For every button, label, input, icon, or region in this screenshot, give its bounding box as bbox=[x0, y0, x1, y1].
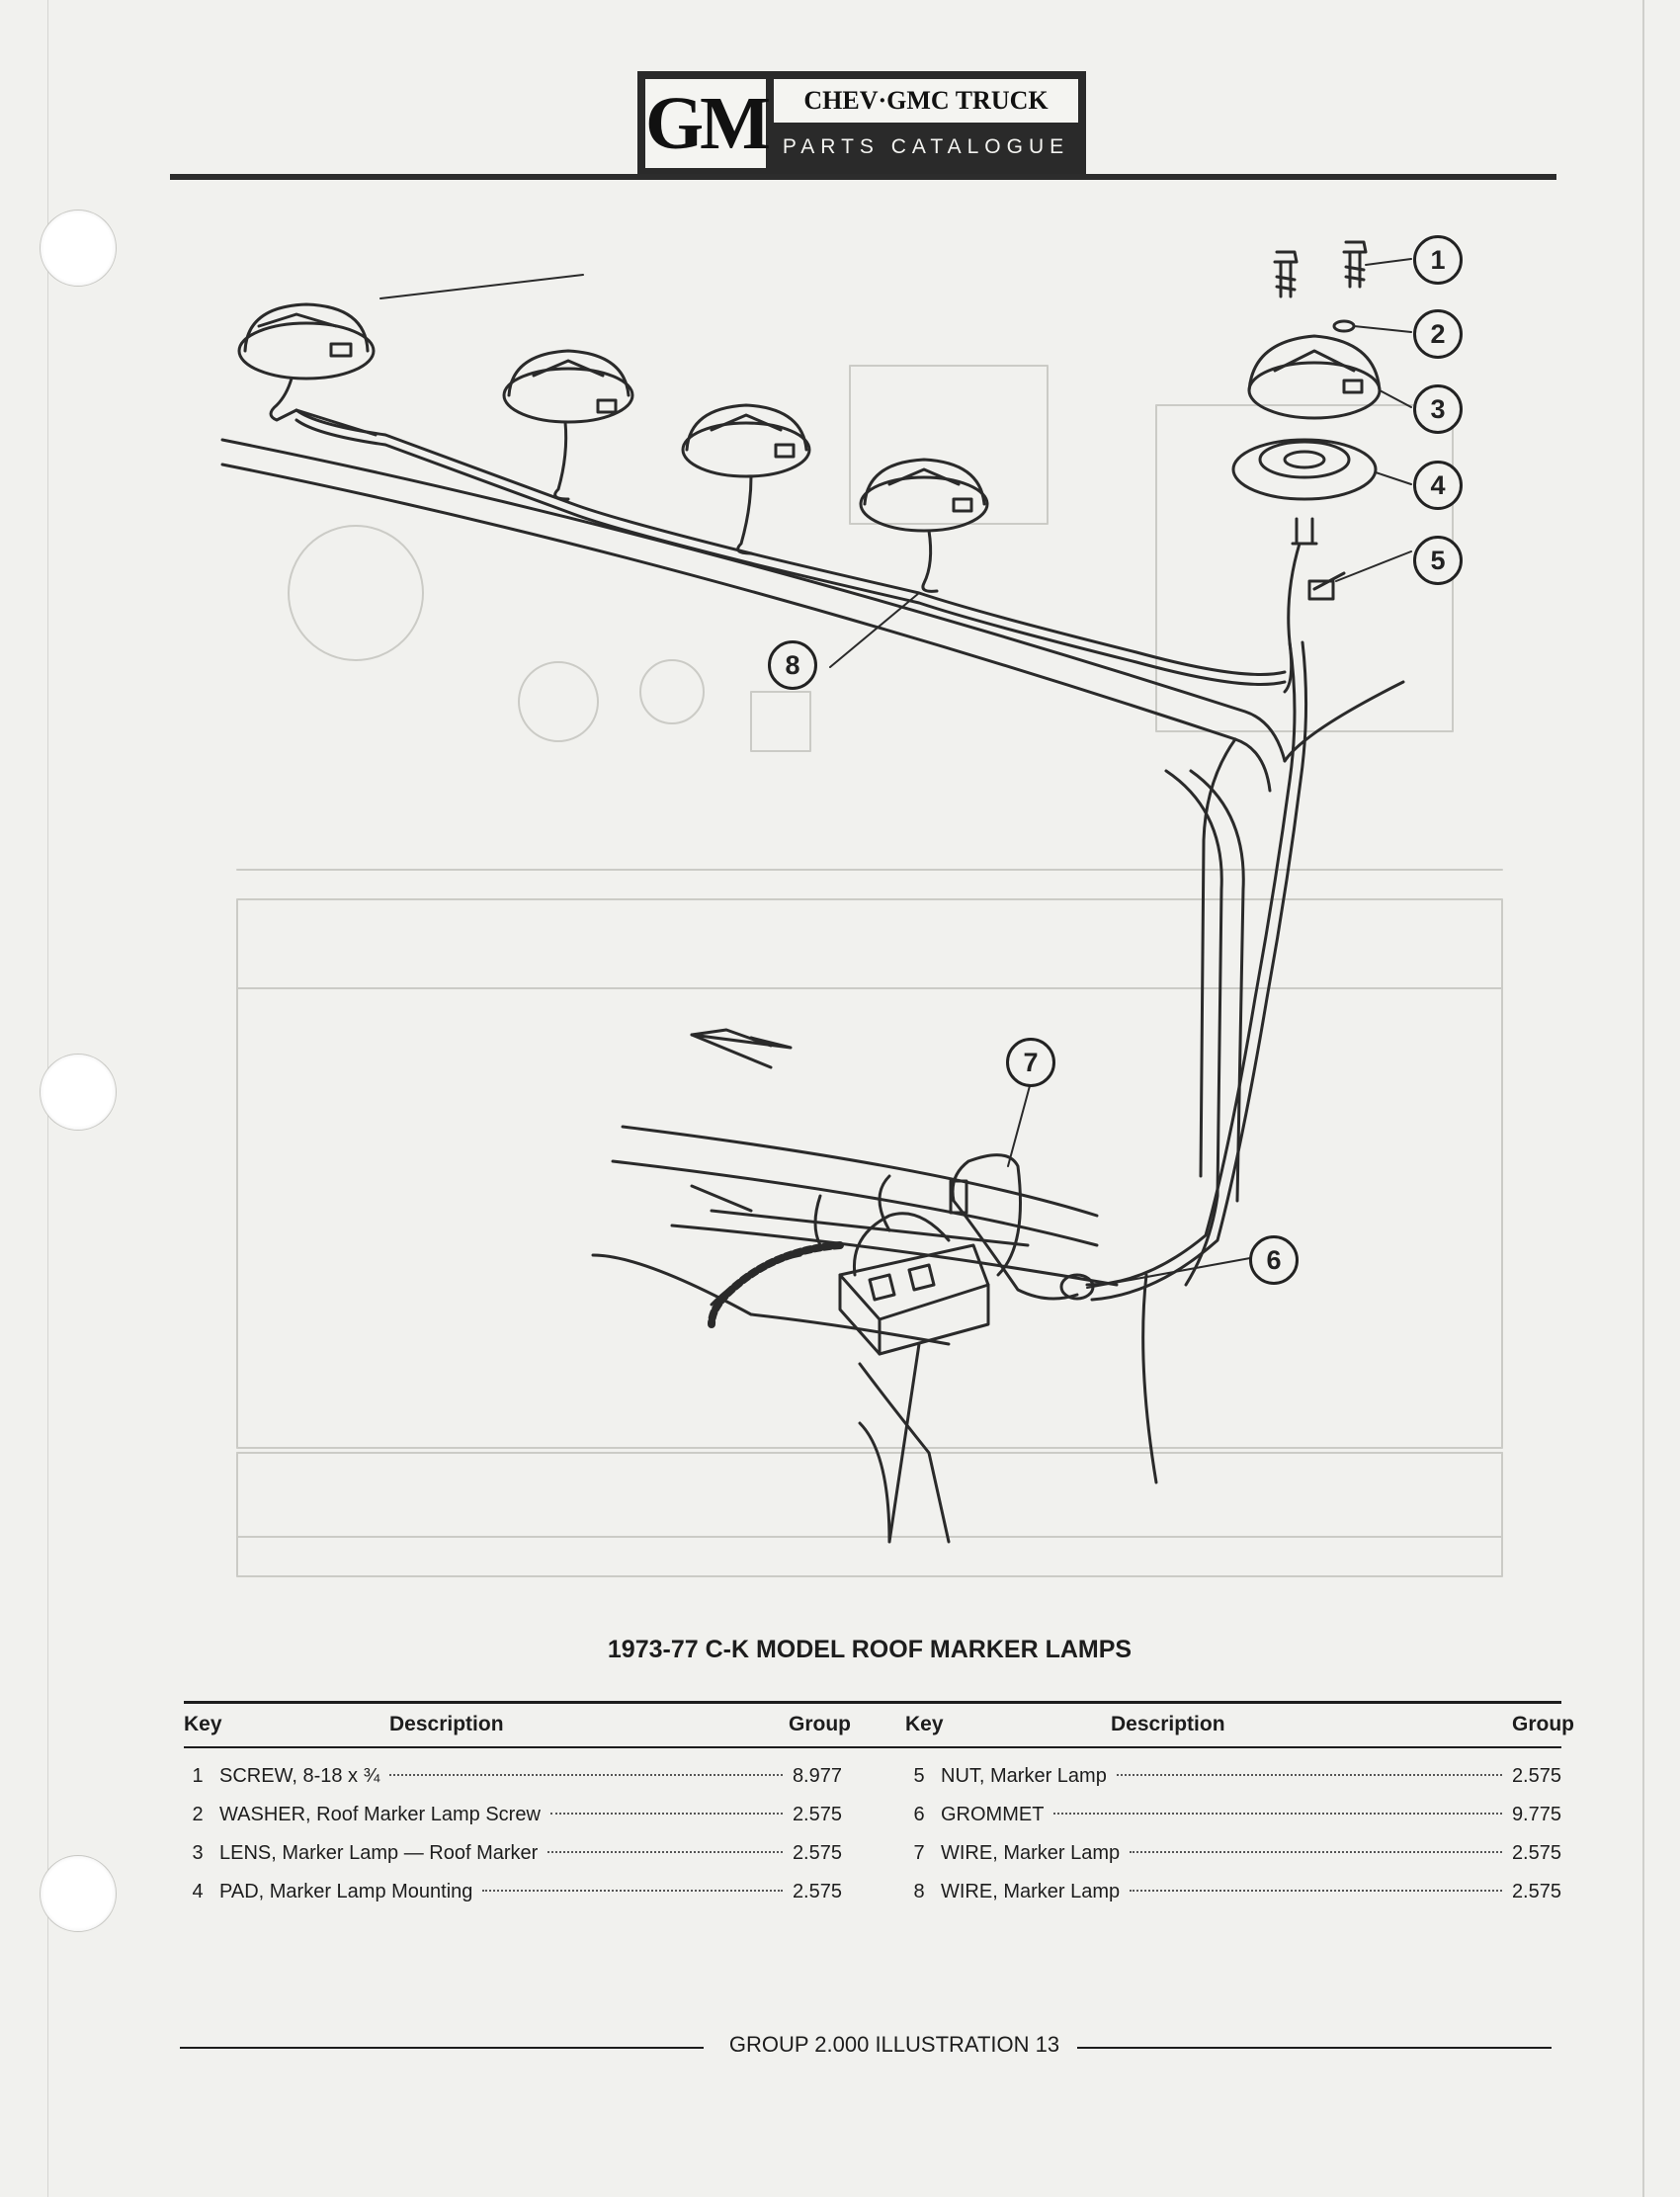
row-description: WIRE, Marker Lamp bbox=[941, 1842, 1121, 1864]
leader-dots bbox=[1053, 1813, 1502, 1815]
table-row: 7 WIRE, Marker Lamp 2.575 bbox=[905, 1838, 1561, 1868]
leader-dots bbox=[1130, 1851, 1502, 1853]
row-group: 2.575 bbox=[1511, 1842, 1561, 1864]
row-description: SCREW, 8-18 x ¾ bbox=[219, 1765, 380, 1787]
row-key: 5 bbox=[913, 1765, 925, 1787]
callout-3: 3 bbox=[1413, 384, 1463, 434]
table-row: 2 WASHER, Roof Marker Lamp Screw 2.575 bbox=[184, 1800, 842, 1829]
table-row: 4 PAD, Marker Lamp Mounting 2.575 bbox=[184, 1877, 842, 1906]
row-key: 4 bbox=[192, 1881, 204, 1902]
col-header-key-left: Key bbox=[184, 1713, 222, 1735]
table-top-rule bbox=[184, 1701, 1561, 1704]
col-header-description-right: Description bbox=[1111, 1713, 1225, 1735]
col-header-group-left: Group bbox=[789, 1713, 851, 1735]
footer-group-label: GROUP 2.000 ILLUSTRATION 13 bbox=[728, 2032, 1060, 2057]
row-group: 2.575 bbox=[1511, 1881, 1561, 1902]
footer-rule-right bbox=[1077, 2047, 1552, 2049]
row-description: PAD, Marker Lamp Mounting bbox=[219, 1881, 473, 1902]
row-key: 3 bbox=[192, 1842, 204, 1864]
row-group: 2.575 bbox=[792, 1804, 842, 1825]
row-key: 6 bbox=[913, 1804, 925, 1825]
row-group: 2.575 bbox=[792, 1881, 842, 1902]
row-key: 2 bbox=[192, 1804, 204, 1825]
logo-title: CHEV·GMC TRUCK bbox=[774, 79, 1078, 123]
row-group: 8.977 bbox=[792, 1765, 842, 1787]
table-row: 3 LENS, Marker Lamp — Roof Marker 2.575 bbox=[184, 1838, 842, 1868]
callout-4: 4 bbox=[1413, 461, 1463, 510]
row-description: WASHER, Roof Marker Lamp Screw bbox=[219, 1804, 541, 1825]
col-header-key-right: Key bbox=[905, 1713, 944, 1735]
punch-hole-middle bbox=[40, 1054, 117, 1131]
marker-lamp-3 bbox=[681, 403, 811, 555]
leader-dots bbox=[547, 1851, 783, 1853]
callout-6: 6 bbox=[1249, 1235, 1299, 1285]
marker-lamp-1 bbox=[237, 302, 378, 437]
callout-8: 8 bbox=[768, 640, 817, 690]
catalogue-logo: GM CHEV·GMC TRUCK PARTS CATALOGUE bbox=[637, 71, 1086, 176]
row-group: 2.575 bbox=[1511, 1765, 1561, 1787]
illustration-caption: 1973-77 C-K MODEL ROOF MARKER LAMPS bbox=[607, 1636, 1133, 1663]
wiring-connector bbox=[708, 1153, 1095, 1356]
table-row: 8 WIRE, Marker Lamp 2.575 bbox=[905, 1877, 1561, 1906]
punch-hole-bottom bbox=[40, 1855, 117, 1932]
row-group: 2.575 bbox=[792, 1842, 842, 1864]
leader-dots bbox=[549, 1813, 783, 1815]
leader-dots bbox=[1116, 1774, 1502, 1776]
row-group: 9.775 bbox=[1511, 1804, 1561, 1825]
table-row: 5 NUT, Marker Lamp 2.575 bbox=[905, 1761, 1561, 1791]
row-description: WIRE, Marker Lamp bbox=[941, 1881, 1121, 1902]
exploded-view-illustration bbox=[220, 240, 1503, 1577]
footer-rule-left bbox=[180, 2047, 704, 2049]
punch-hole-top bbox=[40, 210, 117, 287]
callout-5: 5 bbox=[1413, 536, 1463, 585]
bleed-through-background bbox=[236, 365, 1503, 1577]
row-key: 8 bbox=[913, 1881, 925, 1902]
leader-dots bbox=[389, 1774, 783, 1776]
row-description: LENS, Marker Lamp — Roof Marker bbox=[219, 1842, 539, 1864]
row-description: GROMMET bbox=[941, 1804, 1045, 1825]
gm-logo-mark: GM bbox=[645, 79, 771, 168]
row-key: 7 bbox=[913, 1842, 925, 1864]
marker-lamp-4 bbox=[859, 458, 989, 593]
leader-dots bbox=[482, 1890, 783, 1892]
logo-subtitle: PARTS CATALOGUE bbox=[782, 135, 1070, 158]
callout-7: 7 bbox=[1006, 1038, 1055, 1087]
callout-2: 2 bbox=[1413, 309, 1463, 359]
parts-table: Key Description Group Key Description Gr… bbox=[184, 1701, 1574, 1908]
col-header-group-right: Group bbox=[1512, 1713, 1574, 1735]
col-header-description-left: Description bbox=[389, 1713, 504, 1735]
table-header-rule bbox=[184, 1746, 1561, 1748]
exploded-marker-lamp bbox=[1085, 240, 1382, 1302]
row-key: 1 bbox=[192, 1765, 204, 1787]
row-description: NUT, Marker Lamp bbox=[941, 1765, 1107, 1787]
page-edge bbox=[1642, 0, 1644, 2197]
leader-dots bbox=[1130, 1890, 1502, 1892]
table-row: 6 GROMMET 9.775 bbox=[905, 1800, 1561, 1829]
header-rule bbox=[170, 174, 1556, 180]
callout-1: 1 bbox=[1413, 235, 1463, 285]
marker-lamp-2 bbox=[502, 349, 634, 501]
table-row: 1 SCREW, 8-18 x ¾ 8.977 bbox=[184, 1761, 842, 1791]
